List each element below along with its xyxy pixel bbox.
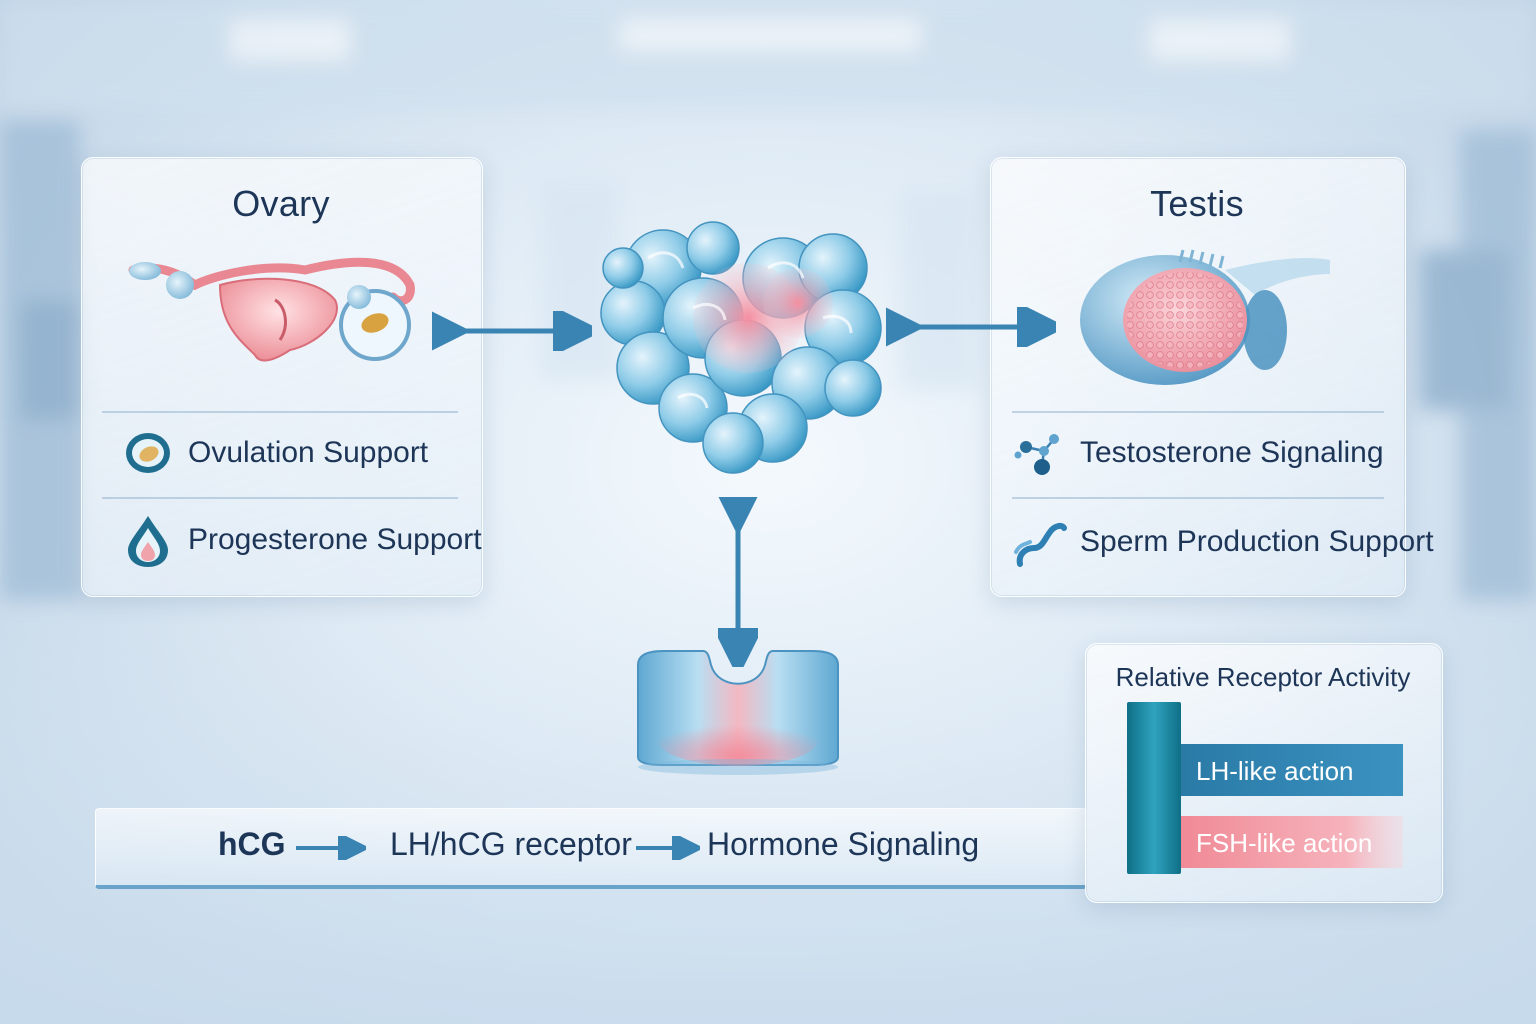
testis-panel-title: Testis bbox=[1150, 183, 1244, 224]
testosterone-signaling-label: Testosterone Signaling bbox=[1080, 436, 1384, 469]
arrow-molecule-testis bbox=[886, 307, 1056, 347]
droplet-icon bbox=[128, 516, 168, 567]
molecule-icon bbox=[1014, 434, 1059, 475]
arrow-ovary-molecule bbox=[432, 311, 592, 351]
ovulation-support-label: Ovulation Support bbox=[188, 436, 429, 469]
testis-divider-2 bbox=[1012, 497, 1384, 499]
hcg-molecule-structure bbox=[600, 221, 882, 474]
ovary-item-progesterone: Progesterone Support bbox=[120, 512, 482, 568]
sperm-icon bbox=[1014, 522, 1067, 567]
flow-step-signaling: Hormone Signaling bbox=[707, 826, 980, 862]
ovary-panel-title: Ovary bbox=[232, 183, 330, 224]
chart-title: Relative Receptor Activity bbox=[1115, 662, 1411, 692]
bar-fsh-like-action bbox=[1181, 816, 1403, 868]
ovary-uterus-illustration bbox=[128, 257, 415, 362]
flow-step-receptor: LH/hCG receptor bbox=[390, 826, 632, 862]
chart-axis-pillar bbox=[1127, 702, 1181, 874]
testis-illustration bbox=[1080, 249, 1330, 385]
follicle-icon bbox=[126, 433, 170, 473]
ovary-divider-1 bbox=[102, 411, 458, 413]
bar-lh-like-action bbox=[1181, 744, 1403, 796]
testis-divider-1 bbox=[1012, 411, 1384, 413]
bar-label-lh: LH-like action bbox=[1196, 756, 1354, 786]
lh-hcg-receptor-block bbox=[637, 650, 839, 775]
receptor-activity-chart bbox=[1127, 702, 1403, 874]
arrow-molecule-receptor bbox=[718, 497, 758, 667]
testis-item-testosterone: Testosterone Signaling bbox=[1012, 425, 1384, 481]
flow-arrow-2 bbox=[636, 836, 700, 860]
sperm-production-support-label: Sperm Production Support bbox=[1080, 525, 1434, 558]
ovary-divider-2 bbox=[102, 497, 458, 499]
testis-item-sperm: Sperm Production Support bbox=[1012, 514, 1434, 570]
flow-step-hcg: hCG bbox=[218, 826, 286, 862]
progesterone-support-label: Progesterone Support bbox=[188, 523, 482, 556]
bar-label-fsh: FSH-like action bbox=[1196, 828, 1373, 858]
signaling-flow-bar bbox=[95, 808, 1087, 889]
flow-arrow-1 bbox=[296, 836, 366, 860]
ovary-item-ovulation: Ovulation Support bbox=[120, 425, 428, 481]
